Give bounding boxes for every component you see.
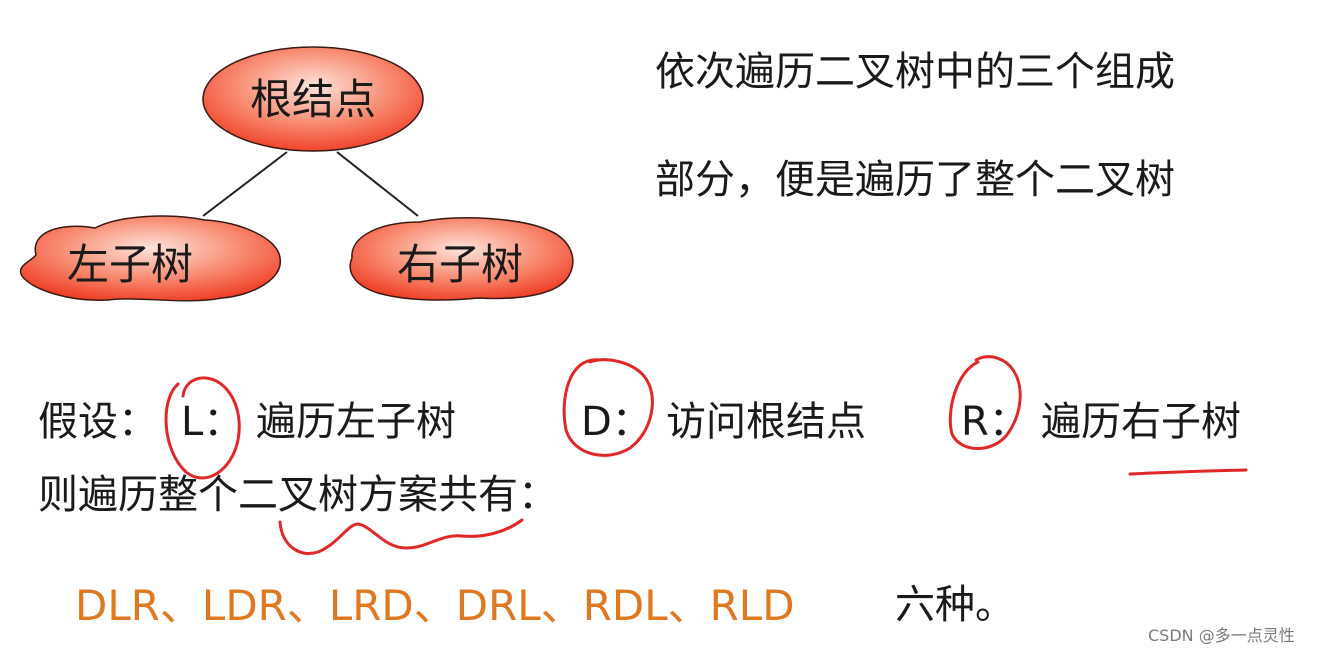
root-node-label: 根结点 bbox=[250, 75, 376, 124]
underline-mark-binary-tree bbox=[278, 518, 524, 555]
assumption-D-key: D： bbox=[581, 399, 652, 445]
assumption-prefix: 假设： bbox=[38, 399, 158, 445]
circle-mark-R bbox=[948, 355, 1022, 450]
left-subtree-label: 左子树 bbox=[67, 240, 193, 289]
description-line-1: 依次遍历二叉树中的三个组成 bbox=[655, 49, 1175, 95]
assumption-L-desc: 遍历左子树 bbox=[256, 399, 456, 445]
assumption-D-desc: 访问根结点 bbox=[666, 399, 866, 445]
assumption-R-key: R： bbox=[961, 399, 1029, 445]
circle-mark-L bbox=[164, 376, 241, 480]
traversal-orders: DLR、LDR、LRD、DRL、RDL、RLD bbox=[75, 581, 795, 630]
traversal-orders-suffix: 六种。 bbox=[895, 582, 1015, 628]
underline-mark-right-subtree bbox=[1128, 468, 1248, 476]
right-subtree-label: 右子树 bbox=[397, 240, 523, 289]
right-subtree-node: 右子树 bbox=[349, 217, 574, 301]
circle-mark-D bbox=[562, 358, 654, 457]
edge-root-left bbox=[202, 151, 288, 217]
edge-root-right bbox=[336, 151, 419, 217]
conclusion-text: 则遍历整个二叉树方案共有： bbox=[38, 472, 558, 518]
hand-annotations bbox=[164, 355, 1248, 555]
watermark: CSDN @多一点灵性 bbox=[1148, 626, 1295, 645]
root-node: 根结点 bbox=[202, 46, 424, 152]
left-subtree-node: 左子树 bbox=[19, 215, 281, 302]
description-line-2: 部分，便是遍历了整个二叉树 bbox=[655, 157, 1175, 203]
assumption-L-key: L： bbox=[181, 399, 244, 445]
assumption-R-desc: 遍历右子树 bbox=[1041, 399, 1241, 445]
